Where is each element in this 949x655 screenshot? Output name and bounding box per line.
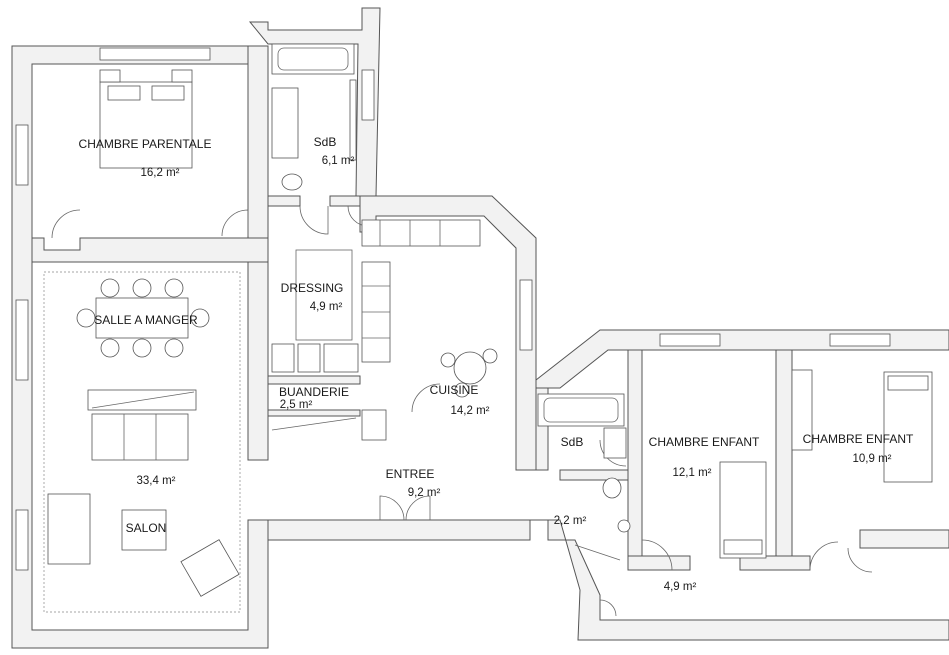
room-area-sdb-1: 6,1 m² xyxy=(322,155,355,167)
door-swing xyxy=(847,547,873,573)
wall-wc xyxy=(559,469,629,481)
vanity xyxy=(271,87,299,159)
room-area-entree: 9,2 m² xyxy=(408,487,441,499)
sink xyxy=(617,519,631,533)
wall-bedroom-right xyxy=(247,45,269,239)
pillow xyxy=(723,539,763,555)
bathtub xyxy=(271,43,355,75)
sideboard-mark xyxy=(91,391,195,409)
room-area-degagement: 4,9 m² xyxy=(664,581,697,593)
door-swing xyxy=(574,544,621,561)
room-area-buanderie: 2,5 m² xyxy=(280,399,313,411)
sofa xyxy=(91,413,189,461)
nightstand xyxy=(171,69,193,83)
dressing-rack xyxy=(295,249,353,341)
window xyxy=(15,299,29,381)
room-area-chambre-enfant-1: 12,1 m² xyxy=(673,467,712,479)
room-name-entree: ENTREE xyxy=(386,467,435,481)
doors xyxy=(51,205,873,617)
door-swing xyxy=(221,209,249,237)
wall-right-bottom xyxy=(530,519,949,641)
window xyxy=(361,69,375,121)
door-swing xyxy=(641,539,673,571)
room-name-buanderie: BUANDERIE xyxy=(279,385,349,399)
armchair xyxy=(180,539,240,597)
counter xyxy=(323,343,359,373)
window xyxy=(99,47,211,61)
toilet xyxy=(281,173,303,191)
room-name-chambre-enfant-1: CHAMBRE ENFANT xyxy=(649,435,760,449)
door-swing xyxy=(51,209,81,239)
room-name-salon: SALON xyxy=(126,521,167,535)
windows xyxy=(15,47,891,571)
wall-salon-right xyxy=(247,261,269,461)
room-name-sdb-2: SdB xyxy=(561,435,584,449)
bathtub xyxy=(537,393,625,427)
pillow xyxy=(151,85,185,101)
rug-dining xyxy=(43,271,241,613)
kitchen-counter xyxy=(361,219,481,247)
room-name-dressing: DRESSING xyxy=(281,281,344,295)
wall-sdb1 xyxy=(248,7,381,197)
window xyxy=(15,509,29,571)
chairs xyxy=(76,278,210,358)
room-name-sdb-1: SdB xyxy=(314,135,337,149)
wall-sdb1-bottom xyxy=(267,195,301,207)
room-area-wc: 2,2 m² xyxy=(554,515,587,527)
wall-buanderie xyxy=(267,375,361,385)
pillow xyxy=(107,85,141,101)
toilet xyxy=(602,477,622,499)
door-swing xyxy=(411,383,441,413)
furniture xyxy=(43,43,933,613)
window xyxy=(829,333,891,347)
door-swing xyxy=(809,541,839,571)
wall-child-bottom-3 xyxy=(859,529,949,549)
bathtub-inner xyxy=(277,47,349,71)
room-labels: CHAMBRE PARENTALE 16,2 m² SdB 6,1 m² DRE… xyxy=(79,135,914,593)
room-name-chambre-enfant-2: CHAMBRE ENFANT xyxy=(803,432,914,446)
cabinet xyxy=(361,409,387,441)
door-swing xyxy=(599,599,617,617)
vanity xyxy=(603,427,627,459)
window xyxy=(519,279,533,351)
room-name-cuisine: CUISINE xyxy=(430,383,479,397)
shower-rail xyxy=(349,79,357,161)
armchair xyxy=(47,493,91,565)
door-swing xyxy=(379,495,405,521)
wall-child-bottom xyxy=(627,555,691,571)
washer xyxy=(271,343,295,373)
wall-bottom-main xyxy=(267,519,531,541)
coffee-table xyxy=(121,509,167,551)
wall-bedroom-dining xyxy=(31,237,269,263)
wall-buanderie-2 xyxy=(267,409,361,417)
wall-child1-left xyxy=(627,349,643,571)
wardrobe xyxy=(791,369,813,451)
room-area-chambre-enfant-2: 10,9 m² xyxy=(853,453,892,465)
room-area-chambre-parentale: 16,2 m² xyxy=(141,167,180,179)
dining-table xyxy=(95,297,189,339)
door-swing xyxy=(405,495,431,521)
room-name-chambre-parentale: CHAMBRE PARENTALE xyxy=(79,137,212,151)
room-area-cuisine: 14,2 m² xyxy=(451,405,490,417)
room-area-dressing: 4,9 m² xyxy=(310,301,343,313)
door-swing xyxy=(299,205,329,235)
room-area-salon: 33,4 m² xyxy=(137,475,176,487)
pillow xyxy=(887,375,929,391)
wall-children-separator xyxy=(775,349,793,571)
dryer xyxy=(297,343,321,373)
window xyxy=(659,333,721,347)
window xyxy=(15,124,29,186)
kitchen-table xyxy=(453,351,487,385)
nightstand xyxy=(99,69,121,83)
room-name-salle-a-manger: SALLE A MANGER xyxy=(94,313,198,327)
